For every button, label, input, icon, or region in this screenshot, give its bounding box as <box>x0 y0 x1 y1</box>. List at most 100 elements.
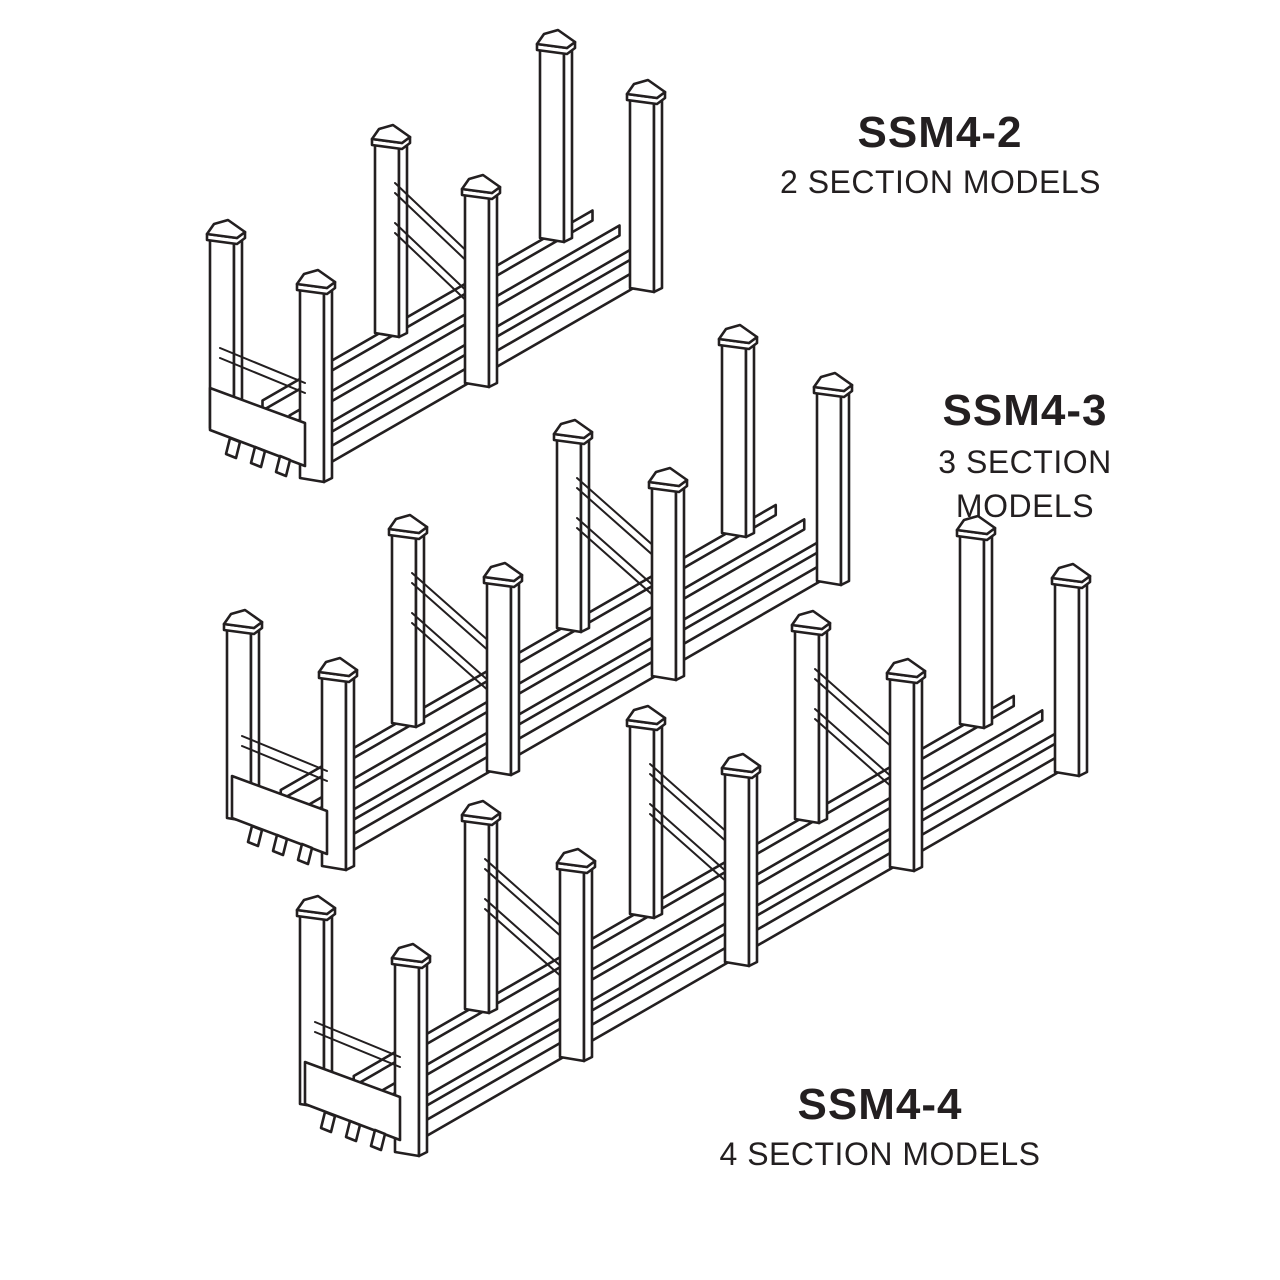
end-bar <box>219 347 306 384</box>
fork-foot <box>369 1128 387 1152</box>
fork-foot <box>319 1110 337 1134</box>
upright-post <box>812 371 854 587</box>
upright-post <box>647 466 689 682</box>
model-description-line: 3 SECTION <box>938 444 1112 480</box>
upright-post <box>555 847 597 1063</box>
post-cap-top <box>885 657 927 679</box>
post-side <box>582 865 594 1063</box>
post-side <box>487 191 499 389</box>
post-front <box>723 770 751 968</box>
post-front <box>958 532 986 730</box>
post-cap-top <box>482 561 524 583</box>
post-cap-top <box>790 609 832 631</box>
model-ssm4-2-label: SSM4-2 2 SECTION MODELS <box>780 108 1100 204</box>
post-front <box>463 817 491 1015</box>
post-side <box>747 770 759 968</box>
fork-foot <box>296 842 314 866</box>
end-panel <box>230 774 329 856</box>
post-cap-top <box>295 268 337 290</box>
post-cap-top <box>295 894 337 916</box>
upright-post <box>535 28 577 244</box>
fork-foot <box>274 454 292 478</box>
post-cap-top <box>625 704 667 726</box>
end-bar <box>241 735 328 772</box>
post-cap-top <box>1050 562 1092 584</box>
post-cap-top <box>317 656 359 678</box>
upright-post <box>885 657 927 873</box>
post-side <box>744 341 756 539</box>
post-side <box>1077 580 1089 778</box>
post-side <box>417 960 429 1158</box>
post-side <box>509 579 521 777</box>
post-cap-top <box>222 608 264 630</box>
post-cap-top <box>460 173 502 195</box>
post-front <box>888 675 916 873</box>
post-side <box>674 484 686 682</box>
upright-post <box>295 894 337 1110</box>
post-front <box>793 627 821 825</box>
post-cap-top <box>205 218 247 240</box>
post-cap-top <box>647 466 689 488</box>
model-description: 4 SECTION MODELS <box>719 1136 1041 1172</box>
upright-post <box>1050 562 1092 778</box>
upright-post <box>955 514 997 730</box>
model-description: 2 SECTION MODELS <box>780 164 1101 200</box>
upright-post <box>552 418 594 634</box>
post-cap-top <box>460 799 502 821</box>
upright-post <box>482 561 524 777</box>
post-front <box>650 484 678 682</box>
fork-foot <box>249 445 267 469</box>
model-code: SSM4-4 <box>797 1080 963 1129</box>
post-front <box>1053 580 1081 778</box>
post-side <box>652 96 664 294</box>
upright-post <box>625 78 667 294</box>
model-ssm4-4-label: SSM4-4 4 SECTION MODELS <box>700 1080 1060 1176</box>
post-front <box>555 436 583 634</box>
post-side <box>344 674 356 872</box>
model-description-line: MODELS <box>955 488 1095 524</box>
post-cap-top <box>625 78 667 100</box>
post-front <box>463 191 491 389</box>
fork-foot <box>246 824 264 848</box>
post-cap-top <box>390 942 432 964</box>
fork-foot <box>271 833 289 857</box>
fork-foot <box>224 436 242 460</box>
post-side <box>562 46 574 244</box>
upright-post <box>790 609 832 825</box>
rack-ssm4-3-drawing <box>222 323 854 872</box>
post-side <box>322 286 334 484</box>
post-cap-top <box>370 123 412 145</box>
post-cap-top <box>387 513 429 535</box>
upright-post <box>720 752 762 968</box>
fork-foot <box>344 1119 362 1143</box>
end-bar <box>314 1031 401 1068</box>
end-bar <box>241 745 328 782</box>
post-front <box>720 341 748 539</box>
upright-post <box>717 323 759 539</box>
model-code: SSM4-3 <box>942 386 1108 435</box>
post-cap-top <box>535 28 577 50</box>
end-panel <box>208 386 307 468</box>
end-bar <box>219 357 306 394</box>
post-cap-top <box>555 847 597 869</box>
end-panel <box>303 1060 402 1142</box>
post-front <box>373 141 401 339</box>
end-bar <box>314 1021 401 1058</box>
post-front <box>628 96 656 294</box>
post-side <box>912 675 924 873</box>
model-ssm4-3-label: SSM4-3 3 SECTION MODELS <box>900 386 1150 528</box>
post-cap-top <box>955 514 997 536</box>
post-side <box>839 389 851 587</box>
post-front <box>558 865 586 1063</box>
post-cap-top <box>812 371 854 393</box>
post-cap-top <box>720 752 762 774</box>
rack-ssm4-4-drawing <box>295 514 1092 1158</box>
post-front <box>485 579 513 777</box>
post-side <box>982 532 994 730</box>
post-cap-top <box>552 418 594 440</box>
post-front <box>628 722 656 920</box>
post-front <box>538 46 566 244</box>
upright-post <box>460 173 502 389</box>
